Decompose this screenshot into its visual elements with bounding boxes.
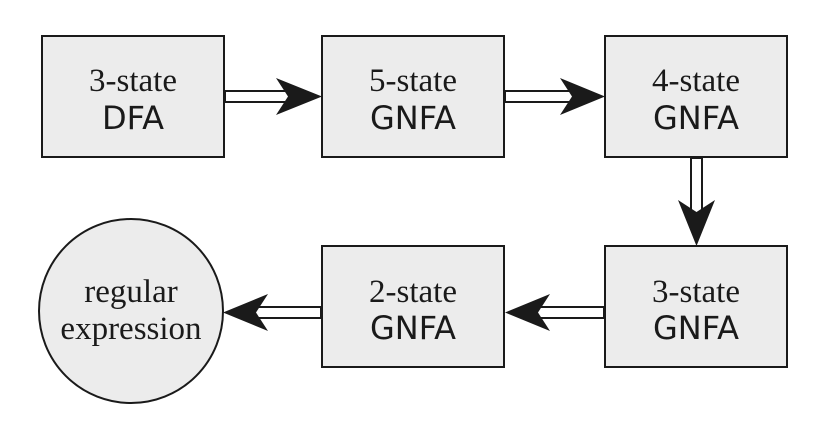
node-label-line1: 2-state [369,274,457,310]
node-box [321,245,505,368]
arrow-shaft [504,90,578,103]
node-label-line1: 5-state [369,63,457,99]
node-box [604,35,788,158]
node-label-line1: 3-state [89,63,177,99]
arrow-shaft [224,90,294,103]
node-3-state-gnfa: 3-state GNFA [604,245,788,368]
node-label-line2: GNFA [653,99,739,137]
arrow-head [276,78,322,115]
node-label-line1: 3-state [652,274,740,310]
arrow-dfa3-to-gnfa5 [224,78,322,115]
arrow-head [223,294,268,331]
node-4-state-gnfa: 4-state GNFA [604,35,788,158]
arrow-gnfa5-to-gnfa4 [504,78,605,115]
node-label-line2: expression [60,311,201,347]
arrow-gnfa2-to-regex [223,294,322,331]
node-circle [38,218,224,404]
node-3-state-dfa: 3-state DFA [41,35,225,158]
node-label-line2: GNFA [370,309,456,347]
node-box [321,35,505,158]
node-box [604,245,788,368]
node-label-line1: 4-state [652,63,740,99]
arrow-head [678,200,715,246]
node-label-line2: GNFA [653,309,739,347]
arrow-shaft [250,306,322,319]
node-5-state-gnfa: 5-state GNFA [321,35,505,158]
node-regular-expression: regular expression [38,218,224,404]
arrow-gnfa3-to-gnfa2 [505,294,605,331]
arrow-head [505,294,550,331]
arrow-shaft [532,306,605,319]
arrow-gnfa4-to-gnfa3 [678,157,715,246]
node-box [41,35,225,158]
node-label-line1: regular [84,274,177,310]
node-label-line2: GNFA [370,99,456,137]
node-2-state-gnfa: 2-state GNFA [321,245,505,368]
arrow-shaft [690,157,703,219]
arrow-head [560,78,605,115]
node-label-line2: DFA [102,99,164,137]
